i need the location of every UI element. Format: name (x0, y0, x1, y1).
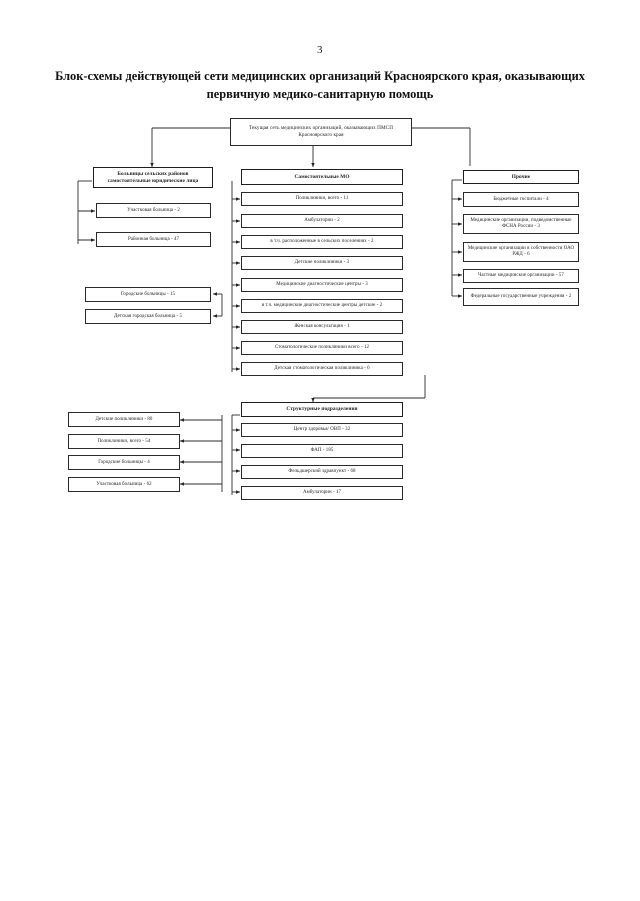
bottom-left-item-2-label: Городские больницы - 4 (98, 459, 150, 465)
bottom-item-1-label: ФАП - 185 (310, 448, 334, 454)
bottom-item-0: Центр здоровья/ ОВП - 32 (241, 423, 403, 437)
center-item-3-label: Детские поликлиники - 3 (294, 260, 350, 266)
center-item-0: Поликлиники, всего - 11 (241, 192, 403, 206)
center-item-2: в т.ч. расположенные в сельских поселени… (241, 235, 403, 249)
left-lower-item-1: Детская городская больница - 5 (85, 309, 211, 324)
bottom-item-2-label: Фельдшерский здравпункт - 68 (288, 469, 356, 475)
left-lower-item-0: Городские больницы - 15 (85, 287, 211, 302)
left-lower-item-1-label: Детская городская больница - 5 (113, 313, 183, 319)
center-item-4: Медицинские диагностические центры - 3 (241, 278, 403, 292)
root-label: Текущая сеть медицинских организаций, ок… (248, 125, 394, 138)
center-item-5-label: в т.ч. медицинские диагностические центр… (261, 303, 383, 309)
right-item-0: Бюджетные госпитали - 4 (463, 192, 579, 207)
left-item-1: Районная больница - 47 (96, 232, 211, 247)
center-item-0-label: Поликлиники, всего - 11 (295, 196, 349, 202)
center-item-3: Детские поликлиники - 3 (241, 256, 403, 270)
bottom-item-3: Амбулатории - 17 (241, 486, 403, 500)
center-item-2-label: в т.ч. расположенные в сельских поселени… (270, 239, 374, 245)
bottom-header-label: Структурные подразделения (286, 406, 358, 413)
bottom-left-item-3-label: Участковая больница - 62 (96, 481, 152, 487)
center-item-7-label: Стоматологические поликлиники всего - 12 (274, 345, 370, 351)
right-item-4-label: Федеральные государственные учреждения -… (470, 294, 572, 300)
center-item-7: Стоматологические поликлиники всего - 12 (241, 341, 403, 355)
bottom-left-item-0-label: Детские поликлиники - 80 (95, 416, 153, 422)
center-item-6: Женская консультация - 1 (241, 320, 403, 334)
page-title: Блок-схемы действующей сети медицинских … (55, 69, 585, 101)
bottom-left-item-2: Городские больницы - 4 (68, 455, 180, 470)
bottom-left-item-1-label: Поликлиники, всего - 54 (97, 438, 151, 444)
bottom-header: Структурные подразделения (241, 402, 403, 417)
right-item-4: Федеральные государственные учреждения -… (463, 288, 579, 306)
right-item-2: Медицинские организации в собственности … (463, 242, 579, 262)
center-column-header-label: Самостоятельные МО (294, 173, 350, 180)
bottom-left-item-1: Поликлиники, всего - 54 (68, 434, 180, 449)
center-item-4-label: Медицинские диагностические центры - 3 (276, 282, 368, 288)
center-item-5: в т.ч. медицинские диагностические центр… (241, 299, 403, 313)
center-item-6-label: Женская консультация - 1 (294, 324, 350, 330)
bottom-item-3-label: Амбулатории - 17 (302, 490, 342, 496)
left-item-1-label: Районная больница - 47 (127, 236, 180, 242)
left-item-0-label: Участковая больница - 2 (127, 207, 180, 213)
bottom-left-item-3: Участковая больница - 62 (68, 477, 180, 492)
bottom-item-2: Фельдшерский здравпункт - 68 (241, 465, 403, 479)
left-item-0: Участковая больница - 2 (96, 203, 211, 218)
left-lower-item-0-label: Городские больницы - 15 (120, 291, 176, 297)
right-item-2-label: Медицинские организации в собственности … (467, 246, 575, 257)
left-column-header-label: Больницы сельских районов самостоятельны… (107, 171, 199, 184)
right-item-0-label: Бюджетные госпитали - 4 (493, 196, 549, 202)
bottom-item-0-label: Центр здоровья/ ОВП - 32 (293, 427, 351, 433)
left-column-header: Больницы сельских районов самостоятельны… (93, 167, 213, 188)
center-item-1-label: Амбулатории - 2 (304, 218, 340, 224)
bottom-left-item-0: Детские поликлиники - 80 (68, 412, 180, 427)
center-item-8: Детская стоматологическая поликлиника - … (241, 362, 403, 376)
right-item-3: Частные медицинские организации - 57 (463, 269, 579, 283)
bottom-item-1: ФАП - 185 (241, 444, 403, 458)
center-item-8-label: Детская стоматологическая поликлиника - … (274, 366, 370, 372)
right-item-1: Медицинские организации, подведомственны… (463, 214, 579, 234)
right-column-header: Прочие (463, 170, 579, 184)
page-number: 3 (317, 44, 323, 56)
center-item-1: Амбулатории - 2 (241, 214, 403, 228)
center-column-header: Самостоятельные МО (241, 169, 403, 185)
right-item-1-label: Медицинские организации, подведомственны… (470, 218, 572, 229)
right-column-header-label: Прочие (511, 173, 531, 180)
root-node: Текущая сеть медицинских организаций, ок… (230, 118, 412, 146)
right-item-3-label: Частные медицинские организации - 57 (478, 273, 564, 279)
